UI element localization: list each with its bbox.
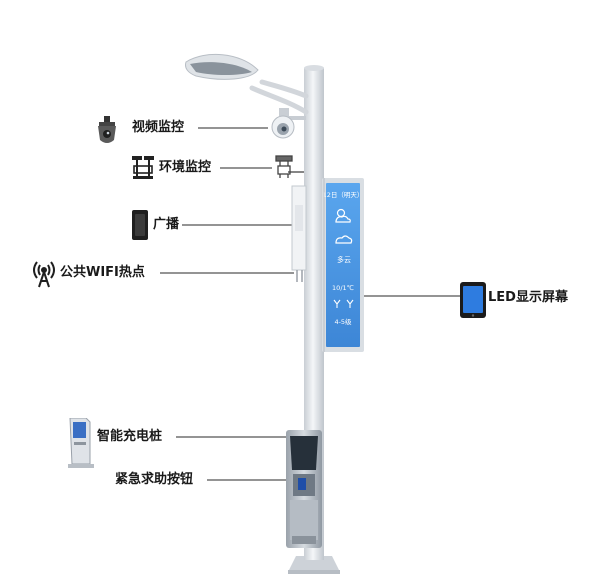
- led-cloud-icon: [335, 235, 353, 244]
- lamp-head: [185, 53, 259, 80]
- charging-kiosk-icon: [68, 418, 94, 468]
- led-wind: 4-5级: [334, 317, 352, 326]
- label-environment: 环境监控: [159, 160, 212, 175]
- label-broadcast: 广播: [153, 217, 180, 232]
- label-camera: 视频监控: [132, 120, 185, 135]
- led-wind-icon: [333, 299, 354, 308]
- wifi-tower-icon: [33, 261, 55, 288]
- led-date: 12日（明天）: [323, 191, 364, 199]
- pole-kiosk: [286, 430, 322, 548]
- connector-lines: [160, 127, 460, 481]
- dome-camera: [271, 108, 295, 139]
- label-led: LED显示屏幕: [488, 290, 568, 305]
- equipment-box: [291, 185, 307, 282]
- environment-sensor-icon: [132, 156, 154, 179]
- led-weather: 多云: [337, 255, 351, 264]
- environment-sensor: [275, 155, 304, 178]
- led-sun-cloud-icon: [335, 208, 351, 223]
- label-wifi: 公共WIFI热点: [60, 265, 145, 280]
- tablet-icon: [460, 282, 486, 318]
- dome-camera-icon: [98, 116, 116, 143]
- pole-base: [288, 556, 340, 574]
- lamp-arm: [249, 79, 309, 115]
- speaker-icon: [132, 210, 148, 240]
- led-temperature: 10/1℃: [332, 284, 354, 292]
- label-emergency: 紧急求助按钮: [115, 472, 194, 487]
- label-charging: 智能充电桩: [97, 429, 163, 444]
- led-screen: 12日（明天） 多云 10/1℃ 4-5级: [322, 178, 364, 352]
